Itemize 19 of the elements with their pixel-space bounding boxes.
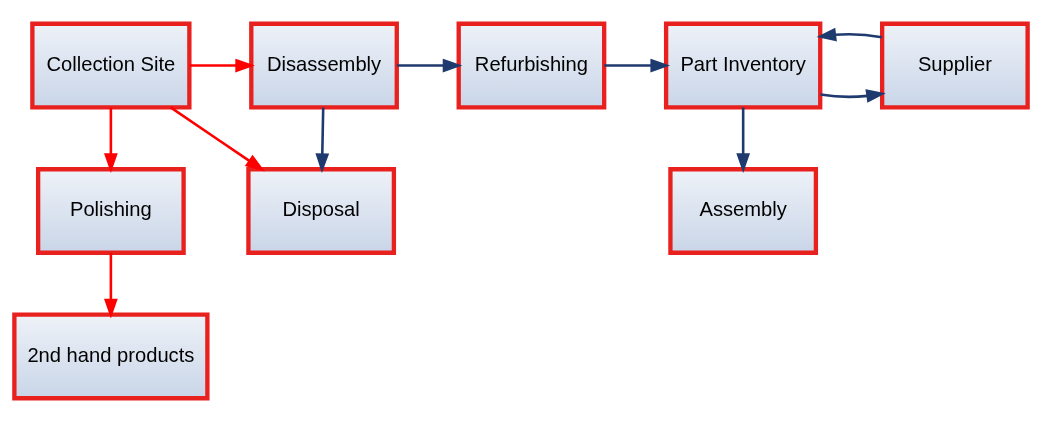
node-box: Assembly bbox=[668, 167, 819, 255]
node-box: Polishing bbox=[36, 167, 186, 255]
arrow bbox=[315, 107, 330, 173]
arrow bbox=[820, 89, 886, 103]
node-box: Collection Site bbox=[30, 21, 192, 110]
node-box: Disassembly bbox=[249, 21, 399, 110]
arrow bbox=[104, 107, 118, 173]
arrow bbox=[736, 107, 751, 173]
arrow bbox=[396, 58, 463, 73]
node-box: Supplier bbox=[880, 21, 1030, 110]
node-box: 2nd hand products bbox=[12, 312, 210, 401]
arrow bbox=[816, 27, 883, 42]
arrow bbox=[169, 106, 265, 172]
arrow bbox=[104, 252, 118, 319]
node-box: Refurbishing bbox=[456, 21, 607, 110]
arrow bbox=[189, 58, 255, 73]
node-box: Disposal bbox=[246, 167, 397, 255]
node-box: Part Inventory bbox=[663, 21, 823, 110]
arrow bbox=[604, 58, 671, 73]
